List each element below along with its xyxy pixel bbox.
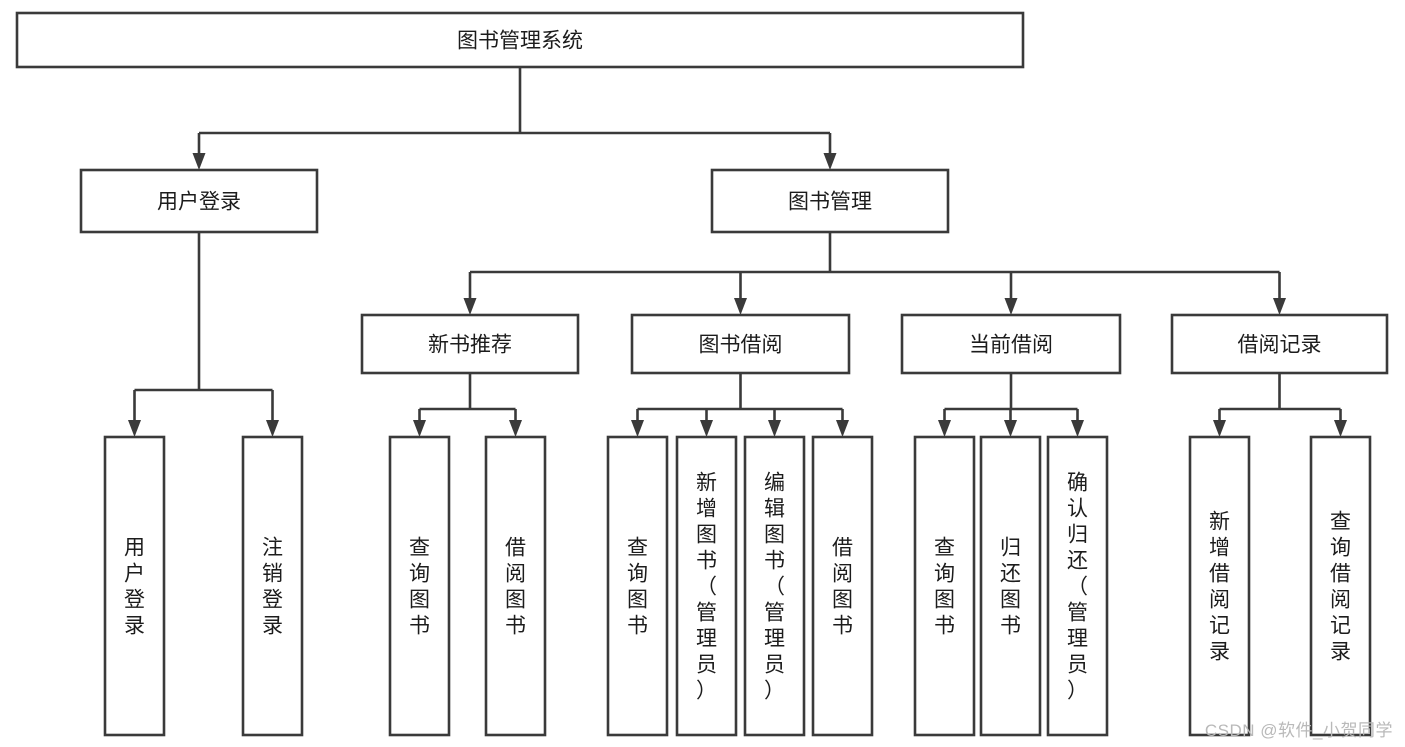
node-box-leaf-add-book <box>675 435 738 737</box>
nodes-layer: 图书管理系统用户登录图书管理新书推荐图书借阅当前借阅借阅记录用户登录注销登录查询… <box>15 11 1389 737</box>
node-leaf-add-borrow-record[interactable]: 新增借阅记录 <box>1188 435 1251 737</box>
conn-book-management-arrowhead-3 <box>1273 298 1286 315</box>
node-leaf-query-borrow-record[interactable]: 查询借阅记录 <box>1309 435 1372 737</box>
node-box-leaf-user-login <box>103 435 166 737</box>
conn-current-borrow-arrowhead-0 <box>938 420 951 437</box>
node-box-leaf-query-book-3 <box>913 435 976 737</box>
node-label-leaf-borrow-book-1: 借阅图书 <box>505 536 526 637</box>
node-label-leaf-logout: 注销登录 <box>262 536 283 637</box>
node-box-leaf-query-book-1 <box>388 435 451 737</box>
node-new-book-recommend[interactable]: 新书推荐 <box>360 313 580 375</box>
conn-book-borrow-arrowhead-1 <box>700 420 713 437</box>
node-box-leaf-borrow-book-2 <box>811 435 874 737</box>
conn-book-borrow-arrowhead-2 <box>768 420 781 437</box>
node-label-leaf-borrow-book-2: 借阅图书 <box>832 536 853 637</box>
conn-user-login-arrowhead-0 <box>128 420 141 437</box>
node-label-leaf-query-book-2: 查询图书 <box>627 536 648 637</box>
node-box-leaf-edit-book <box>743 435 806 737</box>
node-leaf-query-book-1[interactable]: 查询图书 <box>388 435 451 737</box>
conn-current-borrow-arrowhead-1 <box>1004 420 1017 437</box>
node-leaf-query-book-3[interactable]: 查询图书 <box>913 435 976 737</box>
conn-root-arrowhead-0 <box>192 153 206 170</box>
node-box-book-management <box>710 168 950 234</box>
conn-borrow-record-arrowhead-1 <box>1334 420 1347 437</box>
node-label-book-management: 图书管理 <box>788 191 872 214</box>
node-box-leaf-confirm-return <box>1046 435 1109 737</box>
node-book-borrow[interactable]: 图书借阅 <box>630 313 851 375</box>
node-leaf-borrow-book-2[interactable]: 借阅图书 <box>811 435 874 737</box>
watermark-label: CSDN @软件_小贺同学 <box>1204 721 1393 740</box>
node-box-root <box>15 11 1025 69</box>
node-label-leaf-query-book-3: 查询图书 <box>934 536 955 637</box>
node-leaf-query-book-2[interactable]: 查询图书 <box>606 435 669 737</box>
node-label-leaf-confirm-return: 确认归还（管理员） <box>1067 471 1088 702</box>
conn-book-borrow-arrowhead-0 <box>631 420 644 437</box>
node-box-new-book-recommend <box>360 313 580 375</box>
node-label-leaf-query-book-1: 查询图书 <box>409 536 430 637</box>
node-current-borrow[interactable]: 当前借阅 <box>900 313 1122 375</box>
node-leaf-user-login[interactable]: 用户登录 <box>103 435 166 737</box>
node-label-leaf-return-book: 归还图书 <box>1000 536 1021 637</box>
node-label-borrow-record: 借阅记录 <box>1238 334 1322 357</box>
node-leaf-borrow-book-1[interactable]: 借阅图书 <box>484 435 547 737</box>
node-leaf-confirm-return[interactable]: 确认归还（管理员） <box>1046 435 1109 737</box>
node-root[interactable]: 图书管理系统 <box>15 11 1025 69</box>
node-leaf-return-book[interactable]: 归还图书 <box>979 435 1042 737</box>
node-label-leaf-query-borrow-record: 查询借阅记录 <box>1330 510 1351 663</box>
node-box-leaf-return-book <box>979 435 1042 737</box>
node-box-leaf-query-borrow-record <box>1309 435 1372 737</box>
node-box-leaf-logout <box>241 435 304 737</box>
conn-new-book-recommend-arrowhead-1 <box>509 420 522 437</box>
conn-current-borrow-arrowhead-2 <box>1071 420 1084 437</box>
node-leaf-logout[interactable]: 注销登录 <box>241 435 304 737</box>
conn-root-arrowhead-1 <box>823 153 837 170</box>
node-box-current-borrow <box>900 313 1122 375</box>
conn-borrow-record-arrowhead-0 <box>1213 420 1226 437</box>
node-label-leaf-add-borrow-record: 新增借阅记录 <box>1209 510 1230 663</box>
conn-book-management-arrowhead-2 <box>1004 298 1018 315</box>
node-leaf-add-book[interactable]: 新增图书（管理员） <box>675 435 738 737</box>
node-label-new-book-recommend: 新书推荐 <box>428 334 512 357</box>
node-borrow-record[interactable]: 借阅记录 <box>1170 313 1389 375</box>
node-label-book-borrow: 图书借阅 <box>699 334 783 357</box>
node-user-login[interactable]: 用户登录 <box>79 168 319 234</box>
node-label-leaf-add-book: 新增图书（管理员） <box>696 471 717 702</box>
conn-book-management-arrowhead-1 <box>734 298 747 315</box>
node-box-user-login <box>79 168 319 234</box>
node-box-leaf-add-borrow-record <box>1188 435 1251 737</box>
node-label-leaf-edit-book: 编辑图书（管理员） <box>764 471 785 702</box>
conn-book-borrow-arrowhead-3 <box>836 420 849 437</box>
connectors-layer <box>128 67 1347 437</box>
node-label-leaf-user-login: 用户登录 <box>124 536 145 637</box>
conn-user-login-arrowhead-1 <box>266 420 279 437</box>
conn-new-book-recommend-arrowhead-0 <box>413 420 426 437</box>
conn-book-management-arrowhead-0 <box>463 298 477 315</box>
node-label-user-login: 用户登录 <box>157 191 241 214</box>
node-box-book-borrow <box>630 313 851 375</box>
node-box-borrow-record <box>1170 313 1389 375</box>
node-box-leaf-borrow-book-1 <box>484 435 547 737</box>
node-label-current-borrow: 当前借阅 <box>969 334 1053 357</box>
node-book-management[interactable]: 图书管理 <box>710 168 950 234</box>
node-box-leaf-query-book-2 <box>606 435 669 737</box>
node-label-root: 图书管理系统 <box>457 30 583 53</box>
node-leaf-edit-book[interactable]: 编辑图书（管理员） <box>743 435 806 737</box>
